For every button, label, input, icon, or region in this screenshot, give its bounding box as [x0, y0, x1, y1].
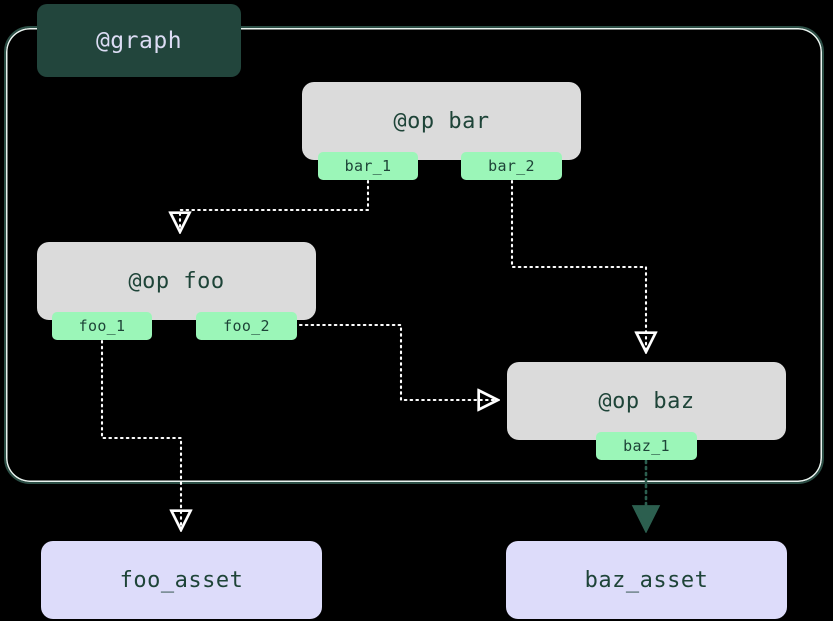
op-node-baz-title: @op baz — [598, 388, 695, 414]
op-node-baz[interactable]: @op baz — [507, 362, 786, 440]
port-bar-1[interactable]: bar_1 — [318, 152, 418, 180]
op-node-foo[interactable]: @op foo — [37, 242, 316, 320]
op-node-bar[interactable]: @op bar — [302, 82, 581, 160]
graph-cluster-boundary — [4, 26, 824, 484]
port-foo-1[interactable]: foo_1 — [52, 312, 152, 340]
asset-node-baz-asset[interactable]: baz_asset — [506, 541, 787, 619]
port-bar-2[interactable]: bar_2 — [461, 152, 562, 180]
op-node-bar-title: @op bar — [393, 108, 490, 134]
graph-cluster-label: @graph — [37, 4, 241, 77]
asset-node-foo-asset[interactable]: foo_asset — [41, 541, 322, 619]
op-node-foo-title: @op foo — [128, 268, 225, 294]
port-baz-1[interactable]: baz_1 — [596, 432, 697, 460]
port-foo-2[interactable]: foo_2 — [196, 312, 297, 340]
